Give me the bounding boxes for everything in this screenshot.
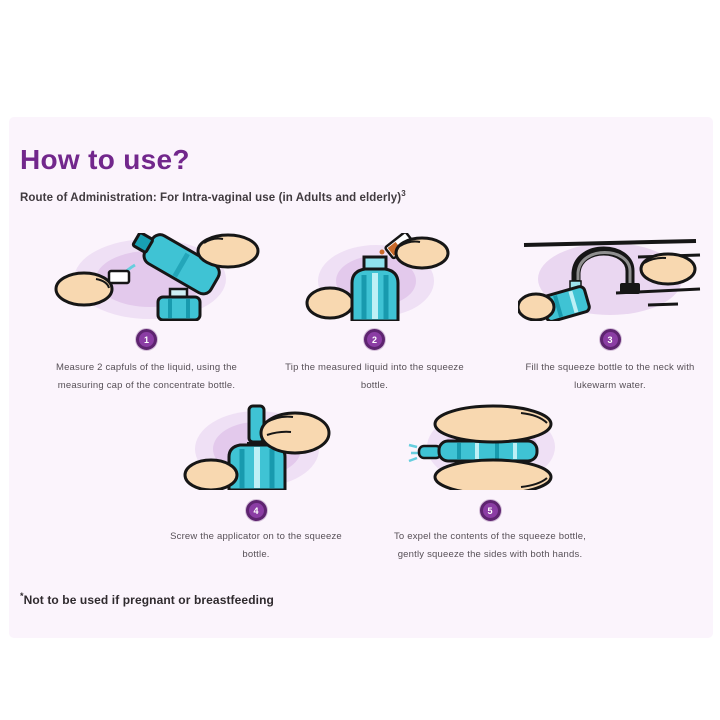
step-3-illustration (517, 233, 703, 321)
step-4-number: 4 (253, 505, 259, 516)
step-1-number: 1 (143, 334, 149, 345)
liquid-drop (379, 249, 384, 255)
step-3-number: 3 (607, 334, 613, 345)
hand-holding-squeeze-bottle (305, 286, 354, 320)
step-5: 5 To expel the contents of the squeeze b… (365, 403, 615, 564)
step-1-caption: Measure 2 capfuls of the liquid, using t… (56, 359, 237, 395)
step-2-caption-line-1: Tip the measured liquid into the squeeze (285, 362, 464, 373)
concentrate-bottle-below (156, 287, 201, 321)
step-3-caption-line-2: lukewarm water. (574, 380, 646, 391)
subtitle-reference-mark: 3 (401, 189, 406, 198)
step-2-illustration (300, 233, 450, 321)
spray-droplets (408, 443, 418, 463)
footnote-text: Not to be used if pregnant or breastfeed… (23, 593, 274, 607)
route-of-administration-subtitle: Route of Administration: For Intra-vagin… (20, 189, 406, 204)
pregnancy-warning-footnote: *Not to be used if pregnant or breastfee… (20, 591, 274, 607)
step-4-number-badge: 4 (245, 500, 267, 521)
subtitle-text: Route of Administration: For Intra-vagin… (20, 191, 402, 204)
step-2-number: 2 (371, 334, 377, 345)
hand-holding-bottle (196, 233, 259, 269)
step-5-number: 5 (487, 505, 493, 516)
step-3-caption-line-1: Fill the squeeze bottle to the neck with (525, 362, 695, 373)
step-4-caption-line-1: Screw the applicator on to the squeeze (170, 531, 342, 542)
how-to-use-panel: How to use? Route of Administration: For… (9, 117, 713, 638)
step-3: 3 Fill the squeeze bottle to the neck wi… (505, 233, 715, 395)
step-1-number-badge: 1 (136, 329, 157, 350)
step-3-caption: Fill the squeeze bottle to the neck with… (525, 359, 694, 395)
step-2-caption: Tip the measured liquid into the squeeze… (285, 359, 464, 395)
squeeze-bottle (350, 255, 399, 321)
upper-hand (433, 404, 552, 444)
pour-concentrate-into-cap-illustration (54, 233, 259, 321)
hand-holding-cap (54, 271, 113, 307)
step-5-number-badge: 5 (479, 500, 501, 521)
hand-holding-bottle (517, 292, 555, 321)
step-3-number-badge: 3 (599, 329, 621, 350)
step-2-number-badge: 2 (364, 329, 385, 350)
step-5-caption: To expel the contents of the squeeze bot… (394, 528, 586, 564)
step-5-caption-line-1: To expel the contents of the squeeze bot… (393, 531, 587, 542)
step-1-caption-line-2: measuring cap of the concentrate bottle. (57, 380, 236, 391)
lower-hand (433, 458, 552, 490)
step-2-caption-line-2: bottle. (360, 380, 389, 391)
step-2: 2 Tip the measured liquid into the squee… (267, 233, 482, 395)
page-title: How to use? (20, 144, 190, 175)
step-4: 4 Screw the applicator on to the squeeze… (141, 403, 371, 564)
step-4-illustration (169, 403, 344, 490)
hand-gripping-applicator (259, 411, 330, 455)
hand-tipping-cap (394, 236, 449, 270)
step-1: 1 Measure 2 capfuls of the liquid, using… (29, 233, 264, 395)
step-1-caption-line-1: Measure 2 capfuls of the liquid, using t… (55, 362, 238, 373)
screw-applicator-illustration (183, 404, 330, 490)
tip-cap-into-squeeze-bottle-illustration (305, 233, 449, 321)
squeeze-bottle (227, 443, 286, 490)
hand-holding-bottle (183, 458, 238, 490)
hand-on-tap (639, 252, 696, 286)
step-5-caption-line-2: gently squeeze the sides with both hands… (397, 549, 583, 560)
measuring-cap (107, 269, 130, 285)
step-4-caption-line-2: bottle. (242, 549, 270, 560)
fill-bottle-under-tap-illustration (517, 239, 700, 321)
tilted-concentrate-bottle (131, 233, 221, 296)
footnote-asterisk: * (20, 591, 24, 601)
tap (571, 246, 640, 294)
step-4-caption: Screw the applicator on to the squeeze b… (170, 528, 342, 564)
step-5-illustration (403, 403, 578, 490)
squeeze-with-both-hands-illustration (408, 404, 555, 490)
step-1-illustration (32, 233, 262, 321)
